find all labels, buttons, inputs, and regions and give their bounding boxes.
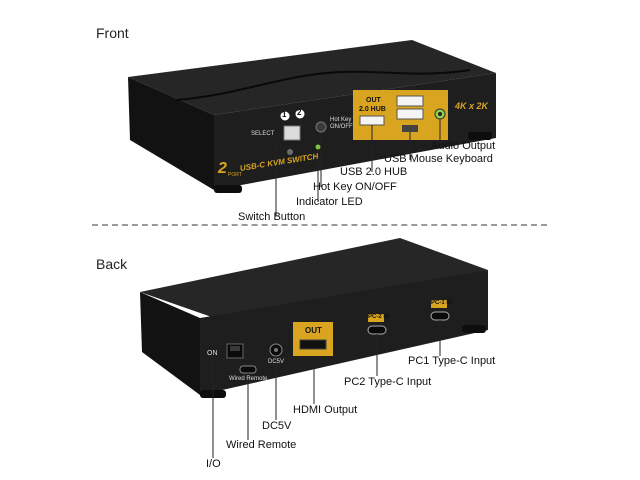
dc5v-callout: DC5V <box>262 420 292 432</box>
hot-key-button <box>315 121 327 133</box>
dc5v-label: DC5V <box>268 359 285 365</box>
hdmi-port <box>299 339 327 350</box>
pc2-type-c-port <box>367 325 387 335</box>
back-section-title: Back <box>96 256 128 272</box>
hotkey-label: Hot Key <box>330 117 352 123</box>
front-foot-right <box>468 132 492 140</box>
out-label: OUT <box>366 97 381 104</box>
audio-output-callout: Audio Output <box>431 140 496 152</box>
pc2-label-badge <box>368 314 384 322</box>
back-foot-right <box>462 325 486 333</box>
front-section-title: Front <box>96 25 129 41</box>
brand-prefix: 2 <box>218 160 227 177</box>
usb-mouse-port <box>396 108 424 120</box>
resolution-label: 4K x 2K <box>455 101 489 111</box>
port-1-badge <box>280 111 290 121</box>
hot-key-callout: Hot Key ON/OFF <box>313 181 397 193</box>
brand-port: PORT <box>228 172 242 178</box>
front-top-panel <box>128 40 496 115</box>
usb-keyboard-port <box>396 95 424 107</box>
usb-mouse-keyboard-callout: USB Mouse Keyboard <box>384 153 493 165</box>
indicator-led-leader <box>289 150 319 202</box>
io-callout: I/O <box>206 458 221 470</box>
usb-kb-icon <box>402 125 418 132</box>
pc2-in-label: PC-2 IN <box>368 314 390 320</box>
indicator-led-2 <box>315 144 321 150</box>
port-2-badge <box>295 109 305 119</box>
indicator-led-callout: Indicator LED <box>296 196 363 208</box>
port-1-label: 1 <box>282 110 287 119</box>
pc1-input-callout: PC1 Type-C Input <box>408 355 496 367</box>
indicator-led-1 <box>287 149 293 155</box>
back-left-side <box>140 292 200 395</box>
pc2-input-callout: PC2 Type-C Input <box>344 376 432 388</box>
back-face-panel <box>200 270 488 395</box>
hdmi-out-label: OUT <box>305 326 322 335</box>
front-left-side <box>128 77 214 190</box>
wired-remote-callout: Wired Remote <box>226 439 297 451</box>
front-foot-left <box>214 185 242 193</box>
front-ridge-line <box>175 69 471 101</box>
pc1-label-badge <box>431 300 447 308</box>
on-label: ON <box>207 350 218 357</box>
wired-remote-port <box>239 365 257 374</box>
wired-remote-label: Wired Remote <box>229 376 268 382</box>
section-divider <box>92 224 547 226</box>
switch-button <box>283 125 301 141</box>
back-top-panel <box>140 238 488 322</box>
switch-button-callout: Switch Button <box>238 211 306 223</box>
usb-hub-callout: USB 2.0 HUB <box>340 166 408 178</box>
hotkey-onoff-label: ON/OFF <box>330 124 353 130</box>
hub-label: 2.0 HUB <box>359 106 386 113</box>
hdmi-output-callout: HDMI Output <box>293 404 358 416</box>
pc1-type-c-port <box>430 311 450 321</box>
select-label: SELECT <box>251 131 275 137</box>
port-2-label: 2 <box>297 108 302 117</box>
pc1-in-label: PC-1 IN <box>431 300 453 306</box>
hdmi-panel <box>293 322 333 356</box>
